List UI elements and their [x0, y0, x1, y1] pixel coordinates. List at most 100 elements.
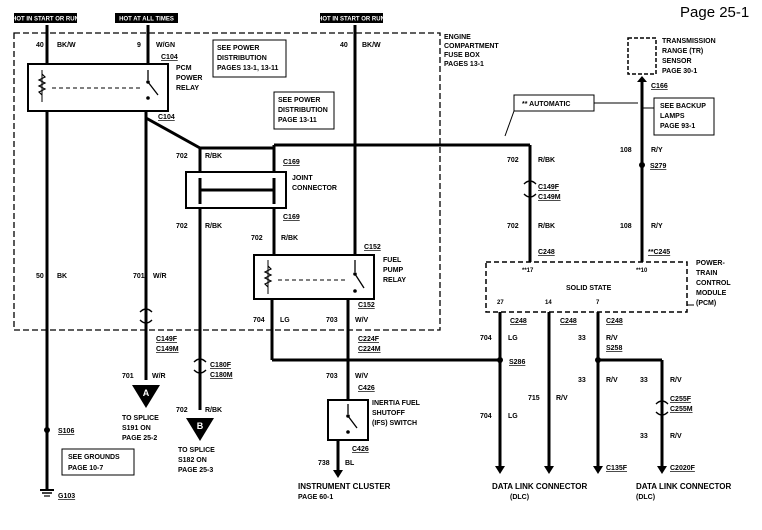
svg-text:POWER: POWER [176, 75, 202, 82]
svg-text:PAGE 60-1: PAGE 60-1 [298, 494, 333, 501]
connector-c166: C166 [651, 83, 668, 90]
wire-702-color-b: R/BK [205, 223, 222, 230]
svg-text:RELAY: RELAY [383, 277, 406, 284]
wire-701-color: W/R [153, 273, 167, 280]
svg-text:HOT IN START OR RUN: HOT IN START OR RUN [12, 17, 79, 23]
wire-108-color-b: R/Y [651, 223, 663, 230]
splice-s258: S258 [606, 345, 622, 352]
svg-text:(DLC): (DLC) [510, 494, 529, 501]
svg-text:(PCM): (PCM) [696, 300, 716, 307]
svg-text:PAGE 93-1: PAGE 93-1 [660, 123, 695, 130]
svg-text:LAMPS: LAMPS [660, 113, 685, 120]
svg-text:** AUTOMATIC: ** AUTOMATIC [522, 101, 570, 108]
powertrain-control-module: SOLID STATE **17 **10 27 14 7 POWER- TRA… [485, 260, 731, 313]
connector-c255m: C255M [670, 406, 693, 413]
connector-c149m: C149M [538, 194, 561, 201]
connector-c2020f: C2020F [670, 465, 696, 472]
power-distribution-note-1: SEE POWER DISTRIBUTION PAGES 13-1, 13-11 [212, 39, 287, 78]
svg-text:**17: **17 [522, 268, 534, 274]
splice-a-marker: A [132, 385, 160, 408]
fuse-box-outline [13, 32, 441, 331]
wire-33-label-a: 33 [578, 335, 586, 342]
wire-108-color-a: R/Y [651, 147, 663, 154]
svg-text:PAGE 30-1: PAGE 30-1 [662, 68, 697, 75]
svg-text:DATA LINK CONNECTOR: DATA LINK CONNECTOR [636, 482, 731, 491]
svg-text:TRANSMISSION: TRANSMISSION [662, 38, 716, 45]
wire-704-label-c: 704 [480, 413, 492, 420]
wire-108-label-b: 108 [620, 223, 632, 230]
wire-702-color-a: R/BK [205, 153, 222, 160]
data-link-connector-2: DATA LINK CONNECTOR (DLC) [636, 482, 731, 501]
wire-703-color: W/V [355, 317, 369, 324]
svg-text:B: B [197, 421, 204, 431]
svg-text:SEE POWER: SEE POWER [217, 45, 259, 52]
wire-9-label: 9 [137, 42, 141, 49]
connector-c149m2: C149M [156, 346, 179, 353]
data-link-connector-1: DATA LINK CONNECTOR (DLC) [492, 482, 587, 501]
wire-703b-label: 703 [326, 373, 338, 380]
wire-33-color-c: R/V [606, 377, 618, 384]
wire-701b-color: W/R [152, 373, 166, 380]
svg-text:FUEL: FUEL [383, 257, 402, 264]
svg-text:FUSE BOX: FUSE BOX [444, 52, 480, 59]
see-grounds-note: SEE GROUNDS PAGE 10-7 [61, 448, 135, 476]
hot-label-1: HOT IN START OR RUN [12, 13, 79, 23]
svg-text:14: 14 [545, 300, 552, 306]
svg-text:ENGINE: ENGINE [444, 34, 471, 41]
wire-702-color-c: R/BK [281, 235, 298, 242]
svg-text:PAGE 10-7: PAGE 10-7 [68, 465, 103, 472]
svg-text:S182 ON: S182 ON [178, 457, 207, 464]
connector-c255f: C255F [670, 396, 692, 403]
connector-c152b: C152 [358, 302, 375, 309]
wire-703-label: 703 [326, 317, 338, 324]
svg-text:SOLID STATE: SOLID STATE [566, 285, 612, 292]
svg-text:INERTIA FUEL: INERTIA FUEL [372, 400, 421, 407]
svg-text:**10: **10 [636, 268, 648, 274]
wire-50-label: 50 [36, 273, 44, 280]
svg-text:HOT AT ALL TIMES: HOT AT ALL TIMES [119, 17, 174, 23]
svg-text:CONNECTOR: CONNECTOR [292, 185, 337, 192]
connector-c169a: C169 [283, 159, 300, 166]
connector-c180f: C180F [210, 362, 232, 369]
hot-label-3: HOT IN START OR RUN [318, 13, 385, 23]
svg-text:PUMP: PUMP [383, 267, 404, 274]
svg-text:HOT IN START OR RUN: HOT IN START OR RUN [318, 17, 385, 23]
connector-c180m: C180M [210, 372, 233, 379]
connector-c104a: C104 [161, 54, 178, 61]
svg-text:DISTRIBUTION: DISTRIBUTION [217, 55, 267, 62]
connector-c245: **C245 [648, 249, 670, 256]
wire-703b-color: W/V [355, 373, 369, 380]
connector-c426a: C426 [358, 385, 375, 392]
connector-c135f: C135F [606, 465, 628, 472]
connector-c224m: C224M [358, 346, 381, 353]
wire-40-label: 40 [36, 42, 44, 49]
connector-c248b: C248 [560, 318, 577, 325]
svg-text:(DLC): (DLC) [636, 494, 655, 501]
wire-702-label-f: 702 [176, 407, 188, 414]
wire-50-color: BK [57, 273, 67, 280]
transmission-range-sensor: TRANSMISSION RANGE (TR) SENSOR PAGE 30-1 [627, 37, 716, 75]
wire-108-label-a: 108 [620, 147, 632, 154]
svg-text:MODULE: MODULE [696, 290, 727, 297]
connector-c248: C248 [538, 249, 555, 256]
svg-text:PCM: PCM [176, 65, 192, 72]
wire-702-label-c: 702 [251, 235, 263, 242]
wire-9-color: W/GN [156, 42, 175, 49]
svg-text:SEE BACKUP: SEE BACKUP [660, 103, 706, 110]
wire-702-label-e: 702 [507, 223, 519, 230]
hot-label-2: HOT AT ALL TIMES [115, 13, 178, 23]
svg-text:G103: G103 [58, 493, 75, 500]
inertia-fuel-shutoff-switch: INERTIA FUEL SHUTOFF (IFS) SWITCH [327, 399, 421, 441]
svg-text:PAGE 25-2: PAGE 25-2 [122, 435, 157, 442]
wire-715-label: 715 [528, 395, 540, 402]
splice-b-note: TO SPLICE S182 ON PAGE 25-3 [178, 447, 215, 474]
svg-text:(IFS) SWITCH: (IFS) SWITCH [372, 420, 417, 427]
splice-s106: S106 [58, 428, 74, 435]
svg-text:PAGE 13-11: PAGE 13-11 [278, 117, 317, 124]
wire-33-label-c: 33 [578, 377, 586, 384]
wire-702-label-d: 702 [507, 157, 519, 164]
svg-text:INSTRUMENT CLUSTER: INSTRUMENT CLUSTER [298, 482, 391, 491]
connector-c104b: C104 [158, 114, 175, 121]
svg-text:JOINT: JOINT [292, 175, 313, 182]
